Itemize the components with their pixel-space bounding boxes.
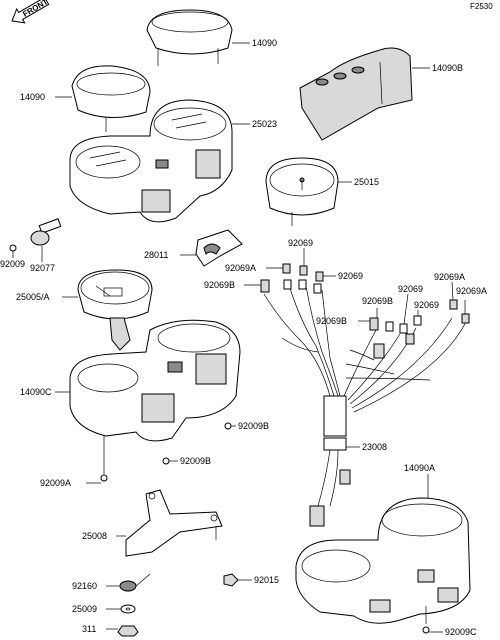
label-92009c: 92009C <box>445 627 477 637</box>
label-92015: 92015 <box>254 575 279 585</box>
label-25005a: 25005/A <box>16 292 50 302</box>
part-14090-top-bezel <box>146 9 233 66</box>
part-25015-tachometer <box>265 157 339 226</box>
label-25009: 25009 <box>72 604 97 614</box>
label-92069b-3: 92069B <box>316 316 347 326</box>
label-92069-d: 92069 <box>414 300 439 310</box>
part-92009c-screw <box>422 626 443 634</box>
label-92160: 92160 <box>72 581 97 591</box>
label-92009a: 92009A <box>40 478 71 488</box>
label-14090-left: 14090 <box>20 92 45 102</box>
label-25015: 25015 <box>354 177 379 187</box>
part-25005a-speedometer <box>77 269 153 351</box>
label-23008: 23008 <box>362 442 387 452</box>
part-92009a-screw <box>86 474 108 484</box>
label-92069b-1: 92069B <box>204 280 235 290</box>
part-14090b-visor <box>299 47 413 141</box>
figure-reference: F2530 <box>470 2 493 11</box>
label-92077: 92077 <box>30 263 55 273</box>
label-92069b-2: 92069B <box>362 296 393 306</box>
label-25023: 25023 <box>252 119 277 129</box>
part-28011 <box>195 229 243 267</box>
part-92009b-screw-2 <box>162 457 178 465</box>
part-92015-nut <box>223 573 252 587</box>
part-23008-wiring-harness <box>260 263 470 527</box>
label-311: 311 <box>82 624 96 634</box>
part-25008-bracket <box>125 489 223 557</box>
label-92009-left: 92009 <box>0 259 25 269</box>
label-14090b: 14090B <box>432 63 463 73</box>
label-28011: 28011 <box>144 250 168 260</box>
part-14090a-lower-cover <box>295 497 471 624</box>
label-92069a-1: 92069A <box>225 263 256 273</box>
label-14090c: 14090C <box>20 387 52 397</box>
label-92069a-3: 92069A <box>456 286 487 296</box>
front-marker-label: FRONT <box>21 0 49 19</box>
label-92069-a: 92069 <box>288 238 313 248</box>
label-25008: 25008 <box>82 531 107 541</box>
label-92009b-1: 92009B <box>238 421 269 431</box>
part-14090-left-bezel <box>71 65 151 132</box>
label-92069-c: 92069 <box>398 284 423 294</box>
part-92077-knob <box>30 218 62 262</box>
part-92160-grommet <box>119 573 151 592</box>
label-92069-b: 92069 <box>338 271 363 281</box>
label-14090-top: 14090 <box>252 38 277 48</box>
part-92009b-screw-1 <box>224 422 236 430</box>
part-25009-washer <box>120 604 136 614</box>
label-14090a: 14090A <box>404 463 435 473</box>
part-92009-screw <box>9 244 17 258</box>
part-25023-meter-housing <box>69 99 233 223</box>
part-14090c-lower-case <box>69 319 241 474</box>
front-arrow-icon: FRONT <box>11 0 50 24</box>
label-92069a-2: 92069A <box>434 272 465 282</box>
label-92009b-2: 92009B <box>180 456 211 466</box>
part-311-nut <box>117 625 139 637</box>
